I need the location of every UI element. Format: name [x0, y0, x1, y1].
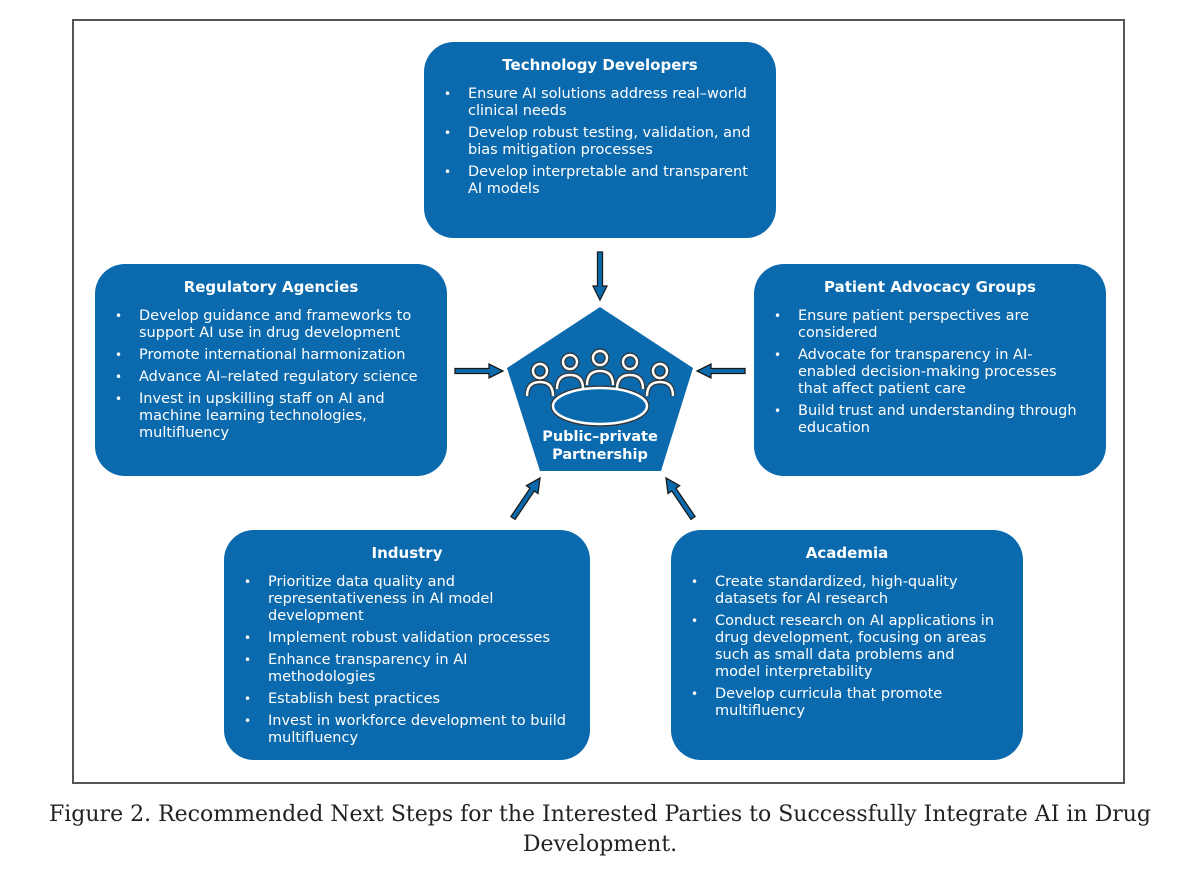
list-item: Invest in upskilling staff on AI and mac…: [115, 391, 427, 442]
partnership-label-line1: Public–private: [542, 429, 658, 445]
bullet-list: Ensure patient perspectives are consider…: [774, 308, 1086, 437]
meeting-table-icon: [524, 348, 676, 427]
industry-box: Industry Prioritize data quality and rep…: [224, 530, 590, 760]
list-item: Build trust and understanding through ed…: [774, 403, 1086, 437]
list-item: Ensure AI solutions address real–world c…: [444, 86, 756, 120]
box-title: Technology Developers: [502, 56, 698, 74]
arrow-from-technology: [591, 251, 609, 302]
box-title: Patient Advocacy Groups: [824, 278, 1036, 296]
list-item: Advance AI–related regulatory science: [115, 369, 427, 386]
patient-advocacy-groups-box: Patient Advocacy Groups Ensure patient p…: [754, 264, 1106, 476]
list-item: Develop curricula that promote multiflue…: [691, 686, 1003, 720]
list-item: Develop interpretable and transparent AI…: [444, 164, 756, 198]
bullet-list: Ensure AI solutions address real–world c…: [444, 86, 756, 198]
list-item: Ensure patient perspectives are consider…: [774, 308, 1086, 342]
arrow-from-regulatory: [454, 362, 505, 380]
list-item: Create standardized, high-quality datase…: [691, 574, 1003, 608]
bullet-list: Create standardized, high-quality datase…: [691, 574, 1003, 720]
partnership-label-line2: Partnership: [552, 447, 648, 463]
list-item: Establish best practices: [244, 691, 570, 708]
figure-caption: Figure 2. Recommended Next Steps for the…: [49, 802, 1151, 857]
arrow-from-academia: [665, 476, 697, 521]
bullet-list: Develop guidance and frameworks to suppo…: [115, 308, 427, 442]
list-item: Develop guidance and frameworks to suppo…: [115, 308, 427, 342]
list-item: Develop robust testing, validation, and …: [444, 125, 756, 159]
box-title: Academia: [805, 544, 889, 562]
academia-box: Academia Create standardized, high-quali…: [671, 530, 1023, 760]
arrow-from-patient: [695, 362, 746, 380]
list-item: Promote international harmonization: [115, 347, 427, 364]
bullet-list: Prioritize data quality and representati…: [244, 574, 570, 747]
box-title: Industry: [371, 544, 443, 562]
regulatory-agencies-box: Regulatory Agencies Develop guidance and…: [95, 264, 447, 476]
partnership-label: Public–private Partnership: [520, 428, 680, 464]
list-item: Prioritize data quality and representati…: [244, 574, 570, 625]
list-item: Enhance transparency in AI methodologies: [244, 652, 570, 686]
box-title: Regulatory Agencies: [183, 278, 359, 296]
arrow-from-industry: [509, 476, 541, 521]
technology-developers-box: Technology Developers Ensure AI solution…: [424, 42, 776, 238]
list-item: Invest in workforce development to build…: [244, 713, 570, 747]
figure-frame: [72, 19, 1125, 784]
list-item: Conduct research on AI applications in d…: [691, 613, 1003, 681]
list-item: Advocate for transparency in AI-enabled …: [774, 347, 1086, 398]
list-item: Implement robust validation processes: [244, 630, 570, 647]
